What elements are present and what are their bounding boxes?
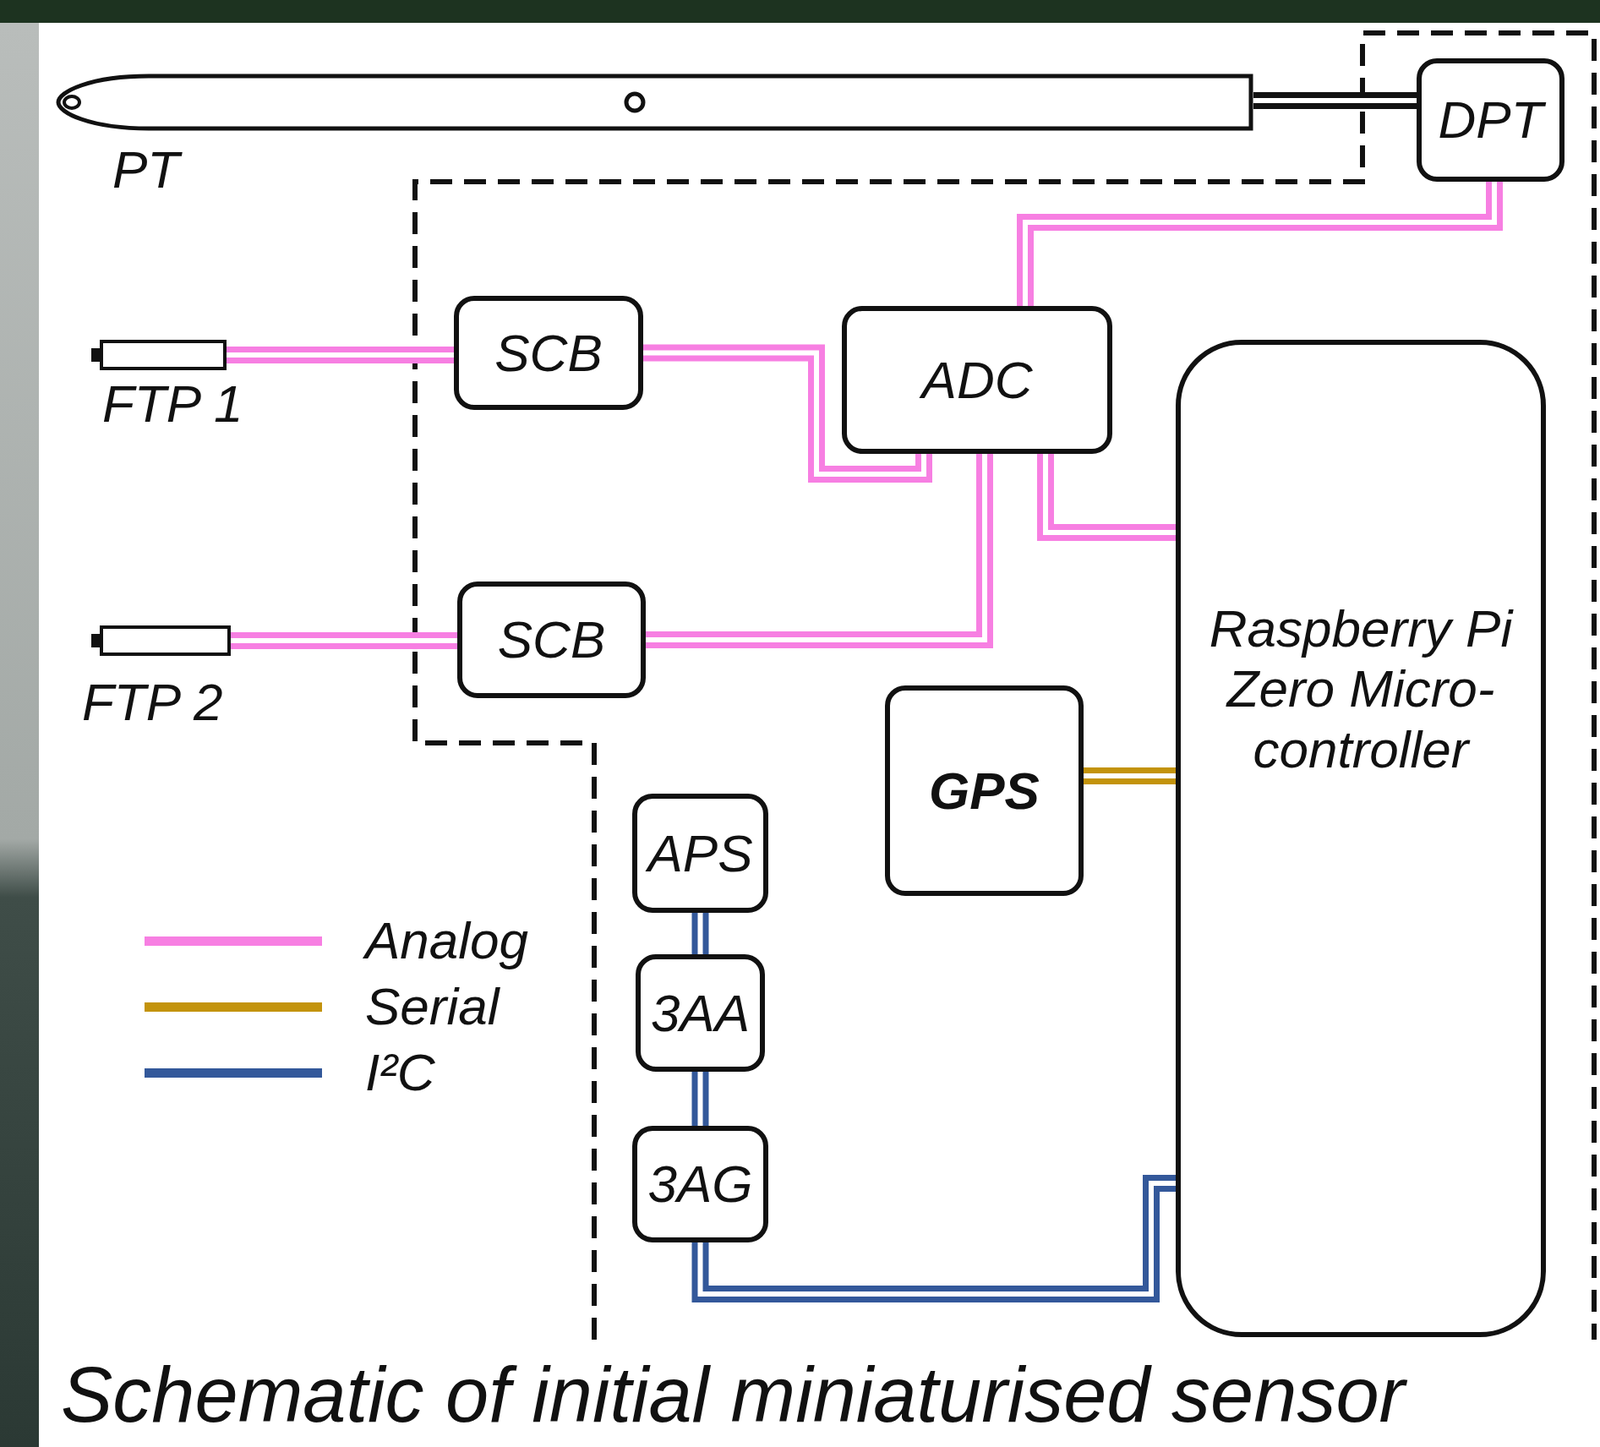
wire [699, 912, 701, 955]
wire [1025, 181, 1495, 306]
wire-gap [1045, 453, 1176, 533]
wire-outer [692, 912, 710, 955]
pitot-tube: PT [55, 73, 1254, 132]
figure-caption: Schematic of initial miniaturised sensor [60, 1355, 1405, 1434]
dashed-boundary [415, 32, 1595, 1340]
wire-outer [1025, 181, 1495, 306]
process-box: 3AG [632, 1125, 768, 1243]
legend-swatch [144, 1068, 323, 1078]
wire-gap [700, 1183, 1177, 1295]
wire-gap [230, 638, 458, 644]
wire-outer [1083, 767, 1176, 785]
wire-outer [226, 346, 454, 364]
legend-row: Serial [144, 973, 529, 1040]
probe-body [101, 627, 230, 655]
wire-outer [1253, 92, 1417, 110]
box-label: SCB [497, 609, 606, 670]
box-label: ADC [922, 349, 1033, 410]
legend: AnalogSerialI²C [144, 907, 529, 1106]
wire [700, 1183, 1177, 1295]
static-port [626, 93, 644, 111]
legend-swatch [144, 1002, 323, 1012]
wire [645, 453, 985, 640]
tube-tip-port [64, 96, 80, 109]
wire-gap [1025, 181, 1495, 306]
process-box: DPT [1416, 58, 1565, 182]
wire-outer [691, 1071, 709, 1126]
process-box: 3AA [635, 954, 765, 1072]
wire-outer [1045, 453, 1176, 533]
wire-gap [1253, 98, 1417, 104]
legend-swatch [144, 936, 323, 946]
gps-box: GPS [884, 685, 1084, 896]
probe-outline [89, 625, 231, 656]
pressure-probe: FTP 1 [89, 339, 227, 371]
wire-outer [700, 1183, 1177, 1295]
box-label: SCB [494, 322, 602, 383]
wire-outer [645, 453, 985, 640]
pressure-probe: FTP 2 [89, 625, 231, 656]
process-box: APS [632, 793, 768, 913]
box-label: Raspberry Pi Zero Micro- controller [1191, 598, 1530, 780]
legend-text: Analog [365, 910, 529, 971]
wire-gap [226, 352, 454, 358]
probe-outline [89, 339, 227, 371]
tube-outline [55, 73, 1254, 132]
wire-gap [645, 453, 985, 640]
wire [1083, 775, 1176, 777]
box-label: 3AG [647, 1153, 753, 1214]
box-label: APS [647, 823, 753, 884]
legend-row: I²C [144, 1039, 529, 1106]
wire [230, 640, 458, 642]
part-label: FTP 2 [81, 671, 224, 732]
wire [1045, 453, 1176, 533]
part-label: PT [112, 139, 180, 200]
process-box: SCB [453, 295, 644, 410]
tube-body [58, 76, 1251, 129]
box-label: 3AA [650, 982, 750, 1044]
wire [1253, 99, 1417, 101]
part-label: FTP 1 [102, 373, 244, 434]
wire [226, 354, 454, 356]
legend-text: Serial [365, 976, 500, 1037]
wire [699, 1071, 701, 1126]
legend-row: Analog [144, 907, 529, 974]
box-label: GPS [928, 760, 1040, 821]
wire-gap [697, 1071, 703, 1126]
wire-gap [698, 912, 704, 955]
probe-body [101, 341, 225, 369]
wire-gap [1083, 773, 1176, 779]
wire-outer [230, 632, 458, 650]
microcontroller-box: Raspberry Pi Zero Micro- controller [1175, 339, 1546, 1338]
process-box: SCB [457, 581, 646, 699]
process-box: ADC [841, 305, 1113, 454]
legend-text: I²C [365, 1042, 436, 1103]
box-label: DPT [1438, 89, 1544, 150]
